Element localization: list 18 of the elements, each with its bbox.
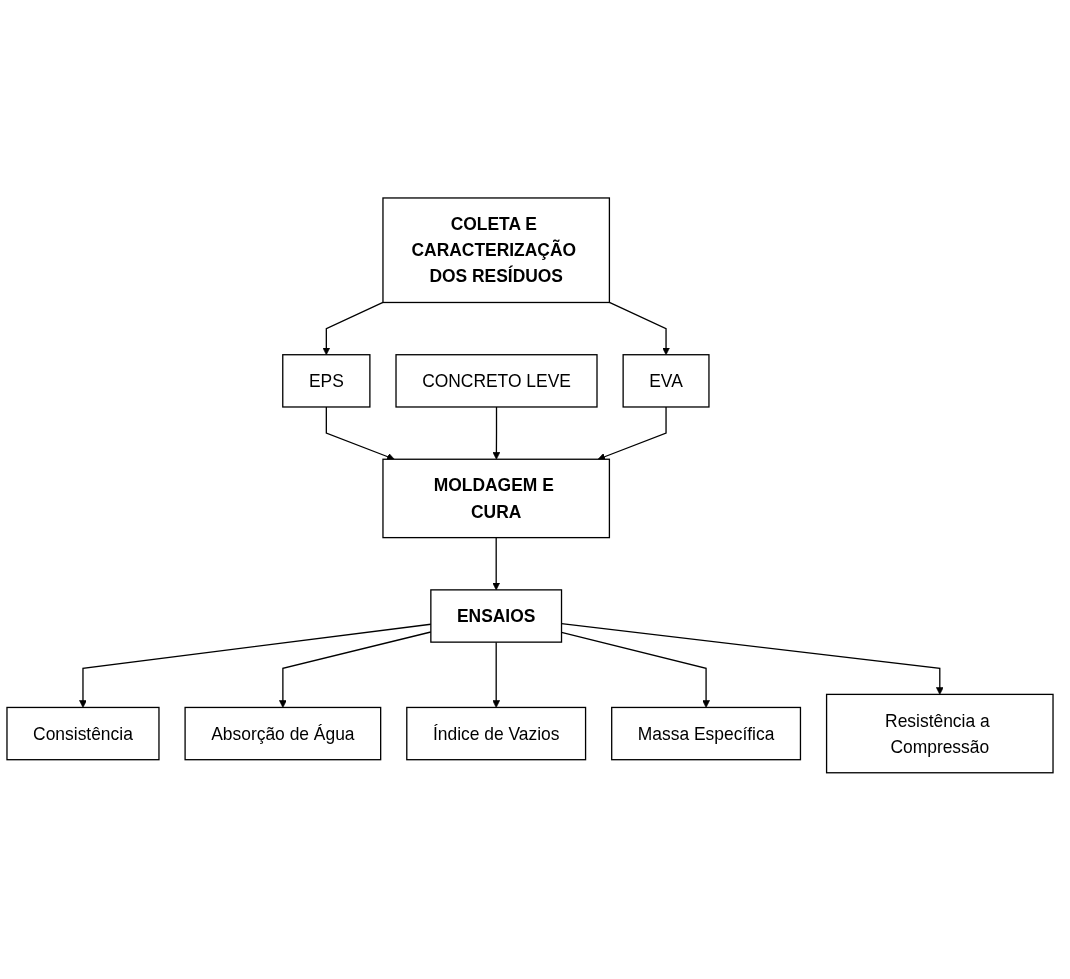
node-box: EVA <box>622 353 710 408</box>
node-box: COLETA E CARACTERIZAÇÃO DOS RESÍDUOS <box>382 196 611 303</box>
node-box: ENSAIOS <box>430 588 563 643</box>
node-box: Massa Específica <box>611 706 802 760</box>
arrow <box>597 405 667 460</box>
arrow <box>492 641 500 708</box>
node-box: Índice de Vazios <box>406 706 587 760</box>
node-box: Resistência a Compressão <box>825 693 1054 774</box>
node-box: MOLDAGEM E CURA <box>382 458 611 538</box>
arrow <box>322 301 384 355</box>
arrow <box>492 536 500 590</box>
node-box: EPS <box>282 353 371 408</box>
node-box: Consistência <box>6 706 160 760</box>
arrow <box>325 405 395 460</box>
node-box: Absorção de Água <box>184 706 382 760</box>
arrow <box>608 301 670 355</box>
node-box: CONCRETO LEVE <box>395 353 598 408</box>
arrow <box>492 405 501 460</box>
